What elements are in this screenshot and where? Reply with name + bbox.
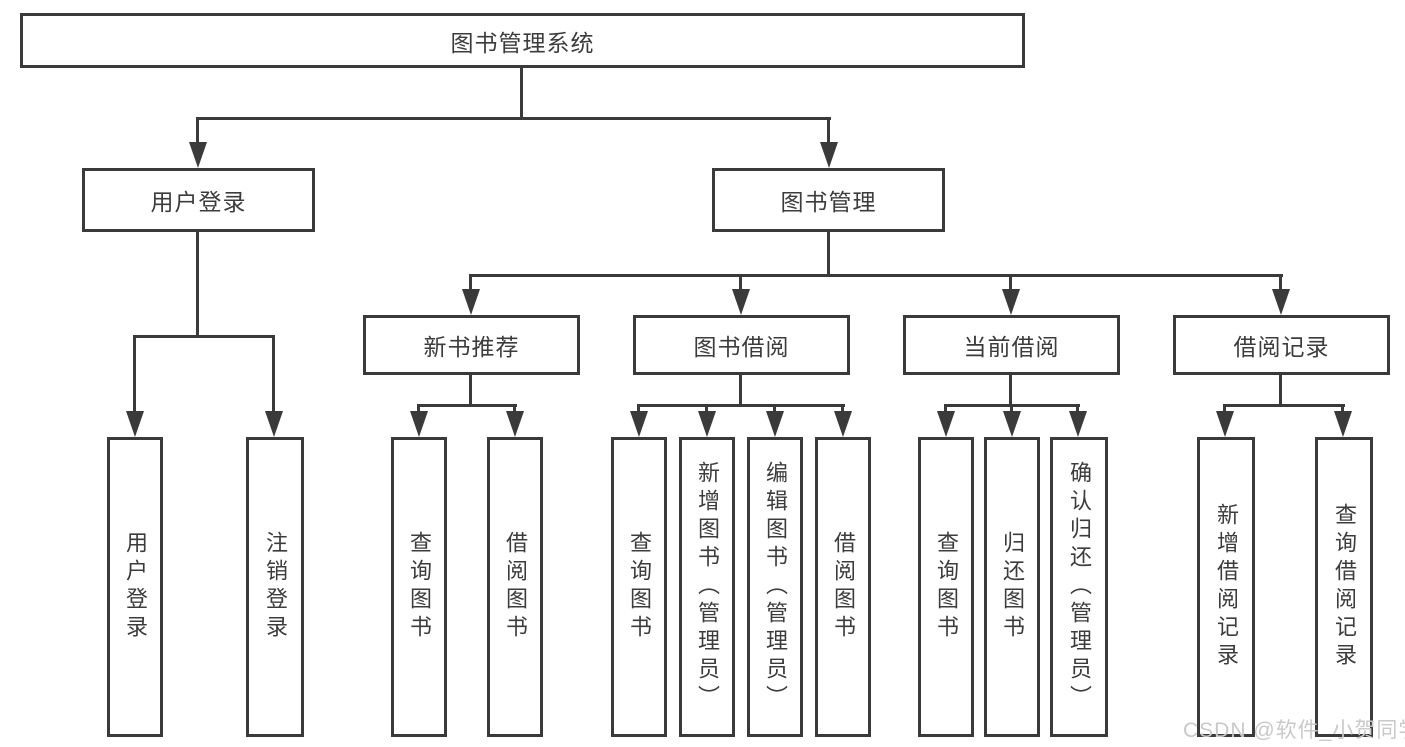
connector-stem [469, 274, 472, 299]
connector-book-borrow-trunk [739, 375, 742, 407]
connector-borrow-record-bar [1224, 404, 1345, 407]
connector-stem [272, 335, 275, 417]
connector-user-login-bar [134, 335, 275, 338]
connector-stem [196, 117, 199, 150]
connector-book-mgmt-trunk [827, 232, 830, 277]
node-new-book-recommend: 新书推荐 [363, 315, 580, 375]
connector-root-trunk [520, 68, 523, 120]
connector-borrow-record-trunk [1279, 375, 1282, 407]
arrow-down-icon [265, 411, 283, 437]
leaf-query-book-3: 查询图书 [918, 437, 974, 737]
node-book-management: 图书管理 [712, 168, 945, 232]
arrow-down-icon [462, 289, 480, 315]
node-book-borrow: 图书借阅 [633, 315, 850, 375]
arrow-down-icon [1216, 411, 1234, 437]
connector-current-borrow-trunk [1009, 375, 1012, 407]
arrow-down-icon [937, 411, 955, 437]
leaf-query-book-2: 查询图书 [611, 437, 667, 737]
csdn-watermark: CSDN @软件_小贺同学 [1183, 719, 1405, 742]
leaf-query-borrow-record: 查询借阅记录 [1315, 437, 1373, 737]
connector-stem [739, 274, 742, 299]
leaf-confirm-return-admin: 确认归还（管理员） [1050, 437, 1108, 737]
connector-root-bar [197, 117, 831, 120]
connector-user-login-trunk [196, 232, 199, 338]
leaf-add-book-admin: 新增图书（管理员） [679, 437, 735, 737]
arrow-down-icon [820, 142, 838, 168]
arrow-down-icon [1069, 411, 1087, 437]
node-current-borrow: 当前借阅 [903, 315, 1120, 375]
arrow-down-icon [506, 411, 524, 437]
connector-stem [1009, 274, 1012, 299]
leaf-user-login: 用户登录 [107, 437, 163, 737]
leaf-borrow-book-1: 借阅图书 [487, 437, 543, 737]
leaf-logout: 注销登录 [246, 437, 304, 737]
arrow-down-icon [1003, 411, 1021, 437]
connector-new-book-trunk [469, 375, 472, 407]
arrow-down-icon [732, 289, 750, 315]
arrow-down-icon [698, 411, 716, 437]
leaf-edit-book-admin: 编辑图书（管理员） [747, 437, 803, 737]
connector-stem [827, 117, 830, 150]
connector-book-mgmt-bar [470, 274, 1283, 277]
arrow-down-icon [630, 411, 648, 437]
node-borrow-record: 借阅记录 [1173, 315, 1390, 375]
leaf-query-book-1: 查询图书 [391, 437, 447, 737]
connector-new-book-bar [418, 404, 517, 407]
connector-stem [1279, 274, 1282, 299]
arrow-down-icon [1334, 411, 1352, 437]
leaf-borrow-book-2: 借阅图书 [815, 437, 871, 737]
arrow-down-icon [410, 411, 428, 437]
arrow-down-icon [1272, 289, 1290, 315]
arrow-down-icon [1002, 289, 1020, 315]
node-user-login: 用户登录 [82, 168, 315, 232]
connector-book-borrow-bar [638, 404, 845, 407]
arrow-down-icon [834, 411, 852, 437]
arrow-down-icon [189, 142, 207, 168]
leaf-add-borrow-record: 新增借阅记录 [1197, 437, 1255, 737]
arrow-down-icon [766, 411, 784, 437]
connector-stem [133, 335, 136, 417]
arrow-down-icon [126, 411, 144, 437]
node-root: 图书管理系统 [20, 13, 1025, 68]
leaf-return-book: 归还图书 [984, 437, 1040, 737]
